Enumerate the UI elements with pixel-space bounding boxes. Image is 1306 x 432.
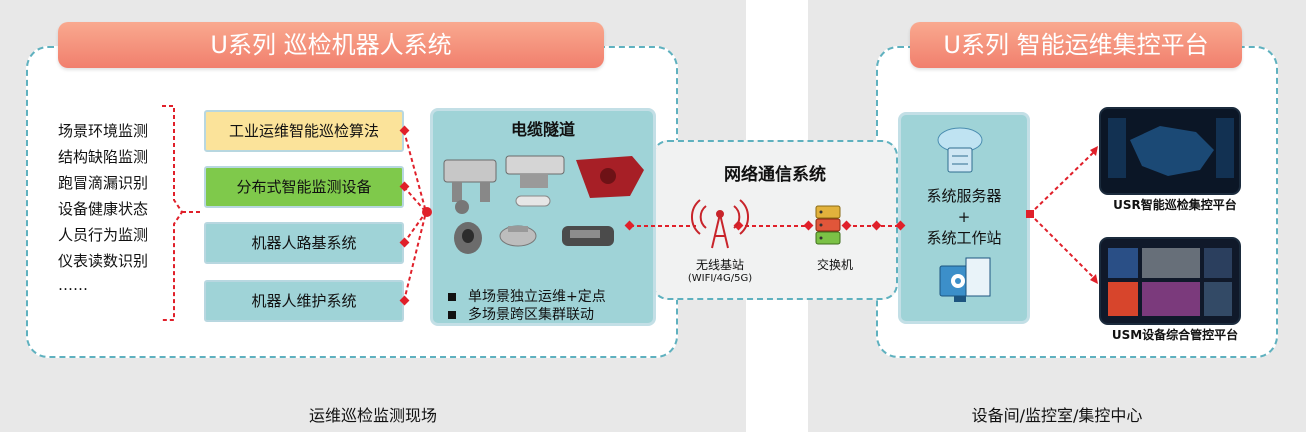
center-caption: 设备间/监控室/集控中心 [971,406,1143,425]
tracked-vehicle-icon [562,226,614,246]
platform-banner: U系列 智能运维集控平台 [910,22,1242,68]
switch-icon [815,205,841,245]
capability-item: 场景环境监测 [58,122,149,140]
red-robot-icon [576,156,644,198]
connector-diamonds [399,125,432,306]
usm-dashboard-screen [1099,237,1241,325]
base-station-sub: (WIFI/4G/5G) [687,273,753,284]
capability-item: 仪表读数识别 [58,252,149,270]
cloud-server-icon [937,127,983,173]
field-caption: 运维巡检监测现场 [308,406,437,425]
cable-tunnel-panel [430,108,656,326]
switch-label: 交换机 [816,258,853,272]
capability-item: 跑冒滴漏识别 [58,174,149,192]
usm-platform-label: USM设备综合管控平台 [1111,328,1239,342]
robot-images [443,155,644,254]
sensor-puck-icon [499,225,537,247]
bullet-icon [448,293,456,301]
bullet-icon [448,311,456,319]
server-text: 系统服务器 + 系统工作站 [926,187,1002,247]
platform-connectors [1029,149,1097,281]
algorithm-box: 工业运维智能巡检算法 [204,110,404,152]
usr-platform-label: USR智能巡检集控平台 [1113,198,1237,212]
base-station-label: 无线基站 [695,258,744,272]
antenna-icon [690,199,750,249]
capability-item: 人员行为监测 [58,226,149,244]
tunnel-title: 电缆隧道 [510,120,575,139]
workstation-icon [939,257,991,302]
bullet-item: 多场景跨区集群联动 [448,304,594,324]
monitoring-device-box: 分布式智能监测设备 [204,166,404,208]
roadbed-system-box: 机器人路基系统 [204,222,404,264]
network-title: 网络通信系统 [724,165,826,185]
track-robot-icon [443,159,497,214]
capability-item: …… [58,276,88,294]
maintenance-system-box: 机器人维护系统 [204,280,404,322]
dome-camera-icon [454,222,482,254]
robot-system-banner: U系列 巡检机器人系统 [58,22,604,68]
usr-dashboard-screen [1099,107,1241,195]
capability-item: 结构缺陷监测 [58,148,149,166]
list-brace [162,105,184,321]
function-connectors [403,130,427,302]
bullet-item: 单场景独立运维+定点 [448,286,606,306]
rail-robot-icon [505,155,565,207]
capability-item: 设备健康状态 [58,200,149,218]
